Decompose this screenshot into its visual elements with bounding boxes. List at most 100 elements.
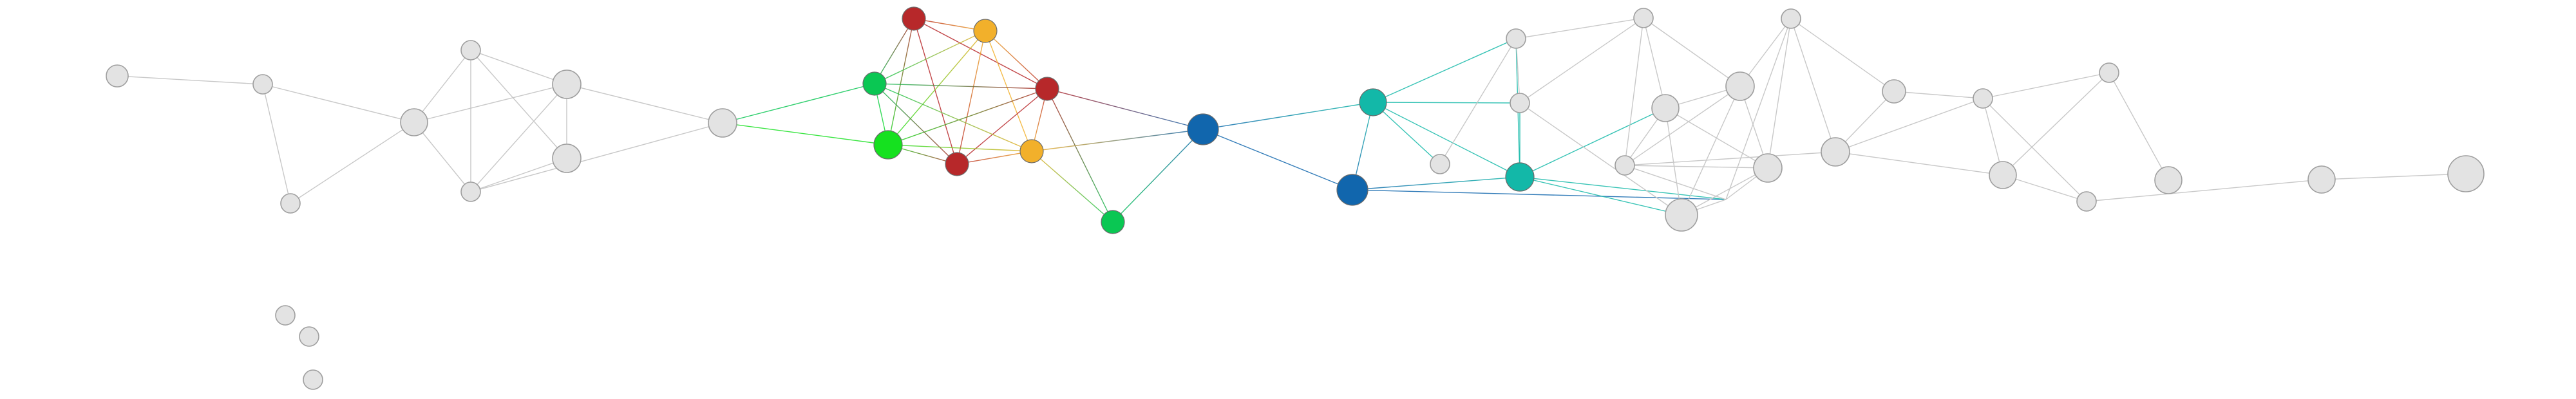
edge-m14-m15	[2002, 72, 2110, 176]
node-m20[interactable]	[2447, 155, 2485, 192]
node-m15[interactable]	[2099, 62, 2119, 83]
node-n6[interactable]	[552, 70, 582, 99]
edge-m1-m3	[1439, 38, 1517, 165]
node-m3[interactable]	[1430, 154, 1450, 174]
node-m4[interactable]	[1633, 8, 1654, 28]
node-m10[interactable]	[1781, 8, 1801, 29]
node-m8[interactable]	[1615, 155, 1635, 176]
edge-m13-m15	[1982, 72, 2110, 99]
node-t2[interactable]	[1505, 162, 1535, 192]
edge-m17-m19	[2086, 179, 2322, 202]
edge-m12-m14	[1835, 151, 2003, 176]
edge-m13-m17	[1982, 98, 2087, 202]
edge-m7-m5	[1681, 86, 1741, 216]
edge-m16-m10	[1725, 18, 1792, 200]
edge-m1-m4	[1515, 17, 1644, 39]
edge-g2-b1	[1112, 129, 1204, 223]
edge-m2-m4	[1519, 17, 1644, 104]
node-m6[interactable]	[1651, 94, 1680, 122]
edge-y1-r3	[956, 30, 986, 165]
node-n8[interactable]	[552, 144, 582, 173]
edge-n3-n6	[413, 84, 567, 123]
node-m7[interactable]	[1725, 71, 1755, 101]
node-g2[interactable]	[1101, 210, 1125, 234]
edge-y2-g2	[1031, 151, 1113, 223]
node-m2[interactable]	[1510, 93, 1530, 113]
node-b2[interactable]	[1336, 174, 1368, 206]
node-m9[interactable]	[1753, 153, 1783, 183]
edge-m8-m16	[1624, 165, 1727, 200]
edge-b1-t1	[1202, 102, 1374, 130]
node-iso1[interactable]	[275, 305, 296, 326]
edge-r2-g1	[874, 83, 1048, 89]
node-m11[interactable]	[1882, 79, 1906, 104]
node-n7[interactable]	[460, 181, 481, 202]
node-iso3[interactable]	[303, 369, 323, 390]
edge-t2-m5	[1519, 176, 1682, 216]
edge-b2-t2	[1352, 176, 1520, 190]
edge-t1-t2	[1372, 102, 1520, 178]
edge-n7-n8	[470, 158, 567, 192]
node-r3[interactable]	[945, 152, 969, 176]
edge-g1-y2	[874, 83, 1032, 152]
edge-t1-m2	[1372, 102, 1520, 104]
edge-n5-n6	[470, 50, 567, 85]
edge-n2-n3	[262, 84, 415, 123]
edge-n5-n8	[470, 50, 567, 159]
edge-m6-m5	[1665, 107, 1682, 216]
edge-m4-m8	[1624, 17, 1644, 166]
node-m1[interactable]	[1506, 28, 1526, 49]
node-m13[interactable]	[1973, 88, 1993, 109]
node-m19[interactable]	[2307, 165, 2336, 194]
edge-r1-g1	[874, 18, 914, 84]
edge-y1-r2	[985, 30, 1048, 89]
edge-bg1-y2	[887, 144, 1032, 152]
edge-m1-m2	[1515, 38, 1520, 104]
node-m17[interactable]	[2076, 191, 2097, 212]
edge-n9-g1	[722, 83, 875, 124]
node-t1[interactable]	[1359, 88, 1387, 116]
edge-t1-m1	[1372, 38, 1517, 103]
node-b1[interactable]	[1187, 113, 1219, 145]
node-g1[interactable]	[862, 71, 887, 96]
node-n5[interactable]	[460, 40, 481, 60]
edge-n7-n9	[470, 122, 723, 192]
edge-m10-m11	[1790, 18, 1895, 92]
edge-n3-n7	[413, 122, 471, 192]
node-n3[interactable]	[400, 108, 428, 136]
edge-t2-m6	[1519, 107, 1666, 178]
edge-n3-n5	[413, 50, 471, 123]
node-m18[interactable]	[2154, 166, 2183, 194]
node-n9[interactable]	[708, 108, 737, 138]
node-n4[interactable]	[280, 193, 301, 214]
edge-n1-n2	[117, 75, 263, 85]
edge-t2-m16	[1519, 176, 1727, 200]
node-y2[interactable]	[1019, 139, 1044, 163]
edge-n6-n9	[566, 84, 723, 124]
node-m14[interactable]	[1989, 161, 2017, 189]
node-m5[interactable]	[1665, 198, 1698, 232]
node-m12[interactable]	[1821, 137, 1850, 167]
edge-n6-n7	[470, 84, 567, 192]
edge-m4-m7	[1643, 17, 1741, 87]
edge-r2-b1	[1046, 88, 1204, 130]
edge-layer	[117, 17, 2467, 223]
edge-m19-m20	[2321, 173, 2467, 180]
node-n2[interactable]	[252, 74, 273, 95]
edge-b2-m16	[1352, 189, 1727, 200]
edge-n9-bg1	[722, 122, 889, 145]
node-iso2[interactable]	[299, 326, 319, 347]
edge-g1-r3	[874, 83, 958, 165]
node-r2[interactable]	[1035, 77, 1059, 101]
edge-y1-y2	[985, 30, 1032, 152]
edge-y1-bg1	[887, 30, 986, 145]
edge-r1-y1	[913, 18, 986, 32]
edge-m12-m13	[1835, 98, 1984, 153]
edge-n4-n3	[290, 122, 415, 204]
edge-n2-n4	[262, 84, 291, 204]
node-bg1[interactable]	[873, 130, 903, 160]
node-y1[interactable]	[973, 19, 998, 43]
node-r1[interactable]	[902, 6, 926, 31]
node-n1[interactable]	[106, 64, 129, 88]
